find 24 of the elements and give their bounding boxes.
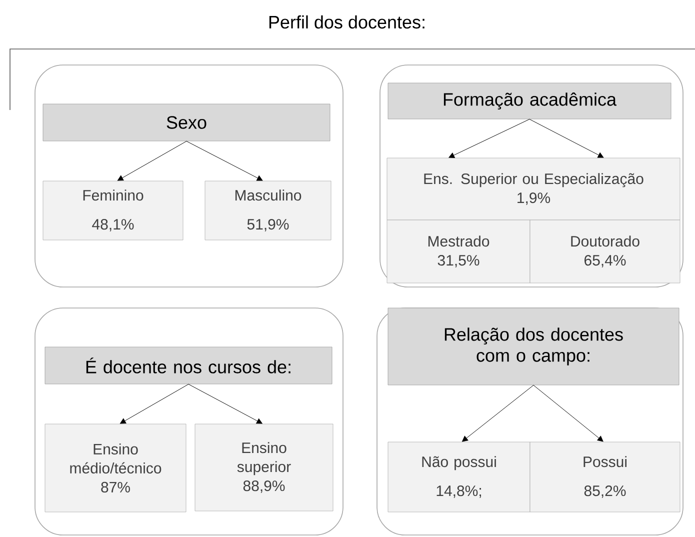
heading-box: É docente nos cursos de: (44, 346, 332, 384)
value-box: Mestrado 31,5% (386, 220, 530, 284)
arrow (533, 384, 604, 442)
arrow (186, 140, 263, 181)
panel (34, 64, 344, 288)
value-box: Possui 85,2% (530, 442, 680, 512)
title: Perfil dos docentes: (269, 15, 424, 29)
value-box: Doutorado 65,4% (530, 220, 680, 284)
value-box: Masculino 51,9% (204, 180, 332, 240)
panel (380, 64, 684, 288)
arrow (117, 140, 187, 181)
heading-box: Relação dos docentes com o campo: (388, 308, 680, 386)
arrow (529, 118, 604, 158)
value-box: Ensino médio/técnico 87% (44, 424, 186, 512)
arrow (188, 384, 262, 424)
heading-box: Formação acadêmica (388, 82, 672, 120)
panel (34, 308, 344, 536)
arrow (448, 118, 530, 158)
value-box: Ensino superior 88,9% (194, 424, 334, 512)
heading-box: Sexo (42, 104, 330, 142)
arrow (120, 384, 189, 424)
value-box: Feminino 48,1% (42, 180, 184, 240)
value-box: Não possui 14,8%; (388, 442, 530, 512)
arrow (462, 384, 534, 442)
